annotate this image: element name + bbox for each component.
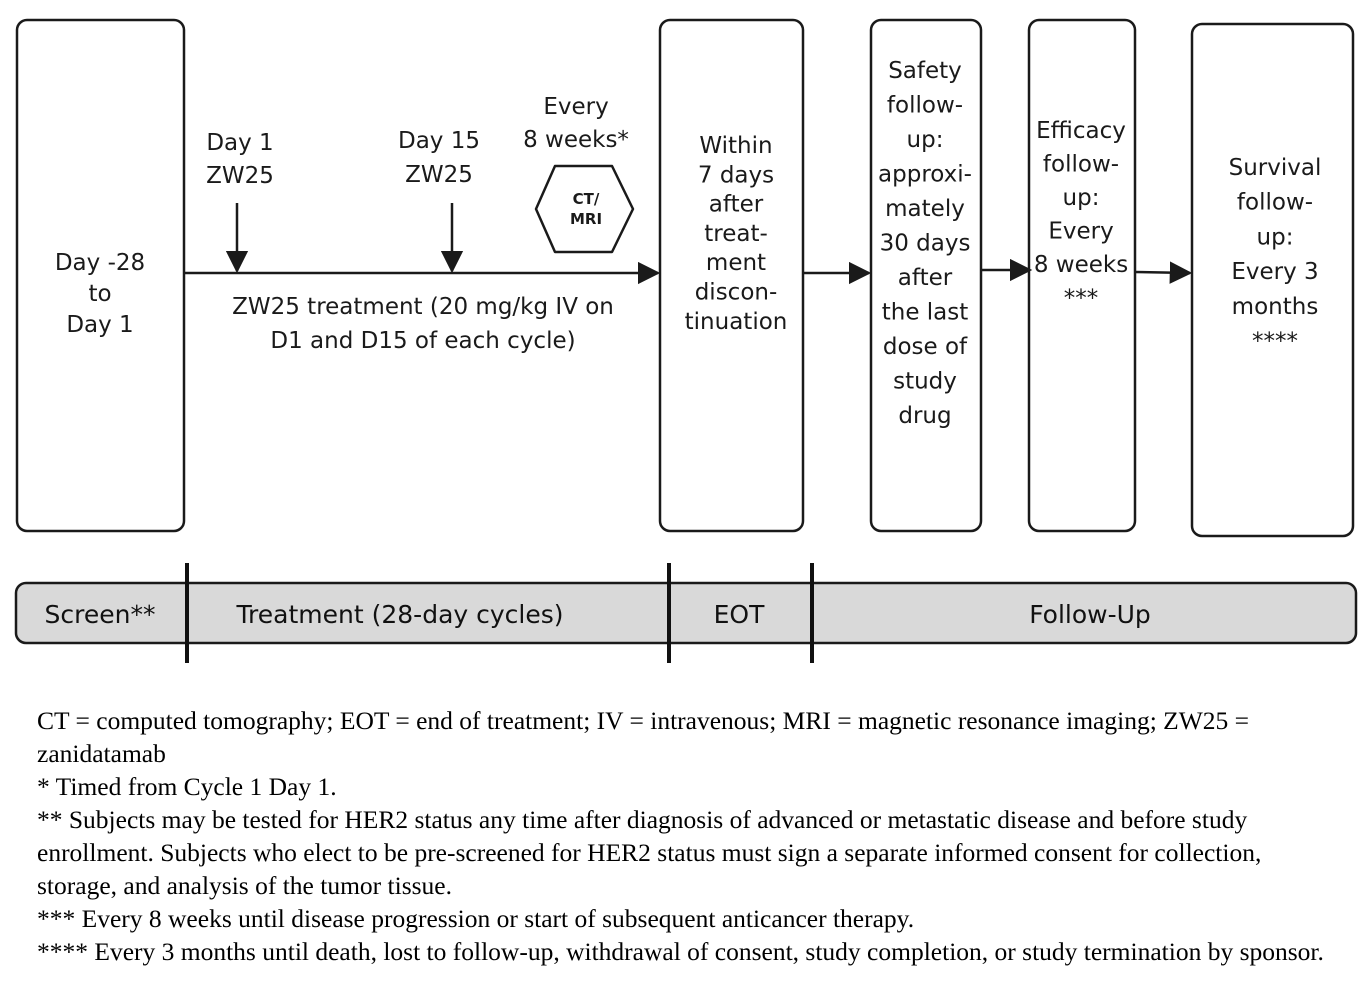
text-line: follow- [1237, 190, 1313, 216]
text-line: MRI [570, 210, 602, 228]
text-line: treat- [704, 221, 768, 247]
phase-screen-label: Screen** [45, 600, 156, 629]
efficacy-followup-box-text: Efficacy follow-up: Every 8 weeks *** [1034, 118, 1128, 312]
day15-marker-label: Day 15 ZW25 [398, 128, 480, 188]
text-line: Efficacy [1036, 118, 1126, 144]
footnote-abbreviations: CT = computed tomography; EOT = end of t… [37, 706, 1256, 768]
ct-mri-diamond-text: CT/MRI [570, 190, 602, 228]
text-line: Safety [888, 58, 962, 84]
text-line: 7 days [698, 162, 774, 188]
text-line: 8 weeks [1034, 252, 1128, 278]
ct-mri-diamond [534, 164, 635, 254]
text-line: after [898, 265, 953, 291]
text-line: tinuation [685, 309, 788, 335]
text-line: CT/ [573, 190, 600, 208]
text-line: to [88, 281, 111, 307]
text-line: Day 15 [398, 128, 480, 154]
text-line: ment [706, 250, 766, 276]
footnotes: CT = computed tomography; EOT = end of t… [37, 704, 1337, 968]
text-line: ZW25 treatment (20 mg/kg IV on [232, 294, 614, 320]
text-line: 30 days [880, 231, 971, 257]
text-line: Every [1048, 219, 1113, 245]
text-line: Within [699, 133, 772, 159]
text-line: up: [1257, 224, 1294, 250]
text-line: follow- [1043, 152, 1119, 178]
text-line: Day 1 [206, 130, 273, 156]
screening-box [15, 18, 186, 533]
efficacy-to-survival-arrow [1134, 261, 1193, 284]
text-line: up: [1063, 185, 1100, 211]
text-line: Day -28 [55, 250, 145, 276]
imaging-interval-label: Every 8 weeks* [523, 94, 629, 153]
text-line: Survival [1229, 155, 1322, 181]
footnote-double-asterisk: ** Subjects may be tested for HER2 statu… [37, 805, 1268, 900]
safety-followup-box-text: Safety follow-up: approxi-mately 30 days aft… [878, 58, 972, 429]
text-line: drug [898, 403, 951, 429]
text-line: after [709, 192, 764, 218]
text-line: Every [543, 94, 608, 120]
text-line: D1 and D15 of each cycle) [270, 328, 575, 354]
survival-followup-box-text: Survival follow-up: Every 3 months **** [1229, 155, 1322, 355]
text-line: *** [1064, 286, 1099, 312]
text-line: study [893, 369, 957, 395]
footnote-single-asterisk: * Timed from Cycle 1 Day 1. [37, 772, 337, 801]
phase-followup-label: Follow-Up [1029, 600, 1151, 629]
text-line: months [1232, 294, 1319, 320]
text-line: Day 1 [66, 312, 133, 338]
text-line: discon- [695, 280, 778, 306]
text-line: approxi- [878, 162, 972, 188]
treatment-description: ZW25 treatment (20 mg/kg IV on D1 and D15… [232, 294, 614, 354]
text-line: **** [1252, 329, 1298, 355]
text-line: mately [885, 196, 965, 222]
text-line: up: [907, 127, 944, 153]
text-line: dose of [883, 334, 968, 360]
phase-eot-label: EOT [714, 600, 765, 629]
eot-box-text: Within 7 days after treat-ment discon-tinuat… [685, 133, 788, 335]
text-line: Every 3 [1231, 259, 1318, 285]
text-line: ZW25 [206, 163, 274, 189]
day1-marker-label: Day 1 ZW25 [206, 130, 274, 189]
text-line: the last [882, 300, 969, 326]
phase-treatment-label: Treatment (28-day cycles) [235, 600, 563, 629]
footnote-triple-asterisk: *** Every 8 weeks until disease progress… [37, 904, 915, 933]
footnote-quadruple-asterisk: **** Every 3 months until death, lost to… [37, 937, 1324, 966]
text-line: follow- [887, 93, 963, 119]
phase-bar [14, 581, 1358, 645]
text-line: ZW25 [405, 162, 473, 188]
text-line: 8 weeks* [523, 127, 629, 153]
